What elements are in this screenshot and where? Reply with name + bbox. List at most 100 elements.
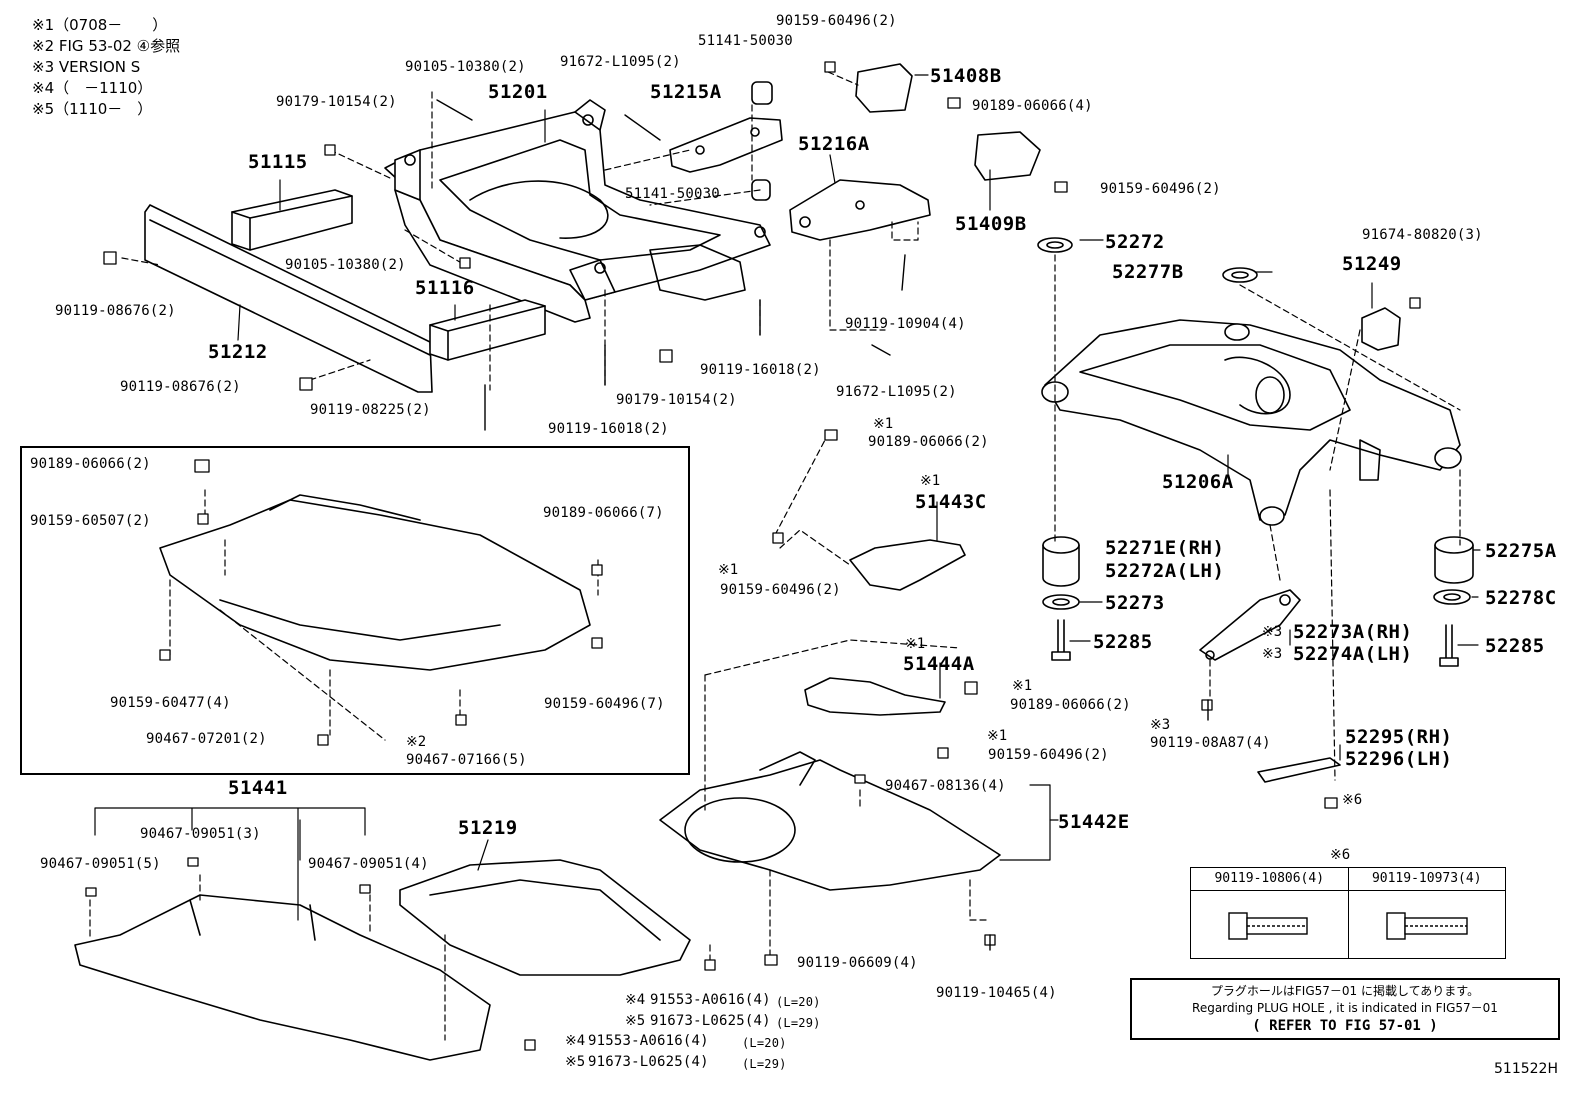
part-51201[interactable]: 51201 <box>488 81 548 103</box>
fastener-f26[interactable]: 90119-10465(4) <box>936 985 1057 1001</box>
fastener-f2[interactable]: 51141-50030 <box>698 33 793 49</box>
fastener-f11[interactable]: 90119-10904(4) <box>845 316 966 332</box>
fastener-f16[interactable]: 90119-08225(2) <box>310 402 431 418</box>
table-col-1[interactable]: 90119-10806(4) <box>1214 871 1325 886</box>
part-52272[interactable]: 52272 <box>1105 231 1165 253</box>
part-52277b[interactable]: 52277B <box>1112 261 1184 283</box>
part-51216a[interactable]: 51216A <box>798 133 870 155</box>
length-l20-b: (L=20) <box>742 1036 787 1050</box>
rear-crossmember-drawing <box>1041 319 1462 526</box>
fastener-f27[interactable]: 90467-09051(3) <box>140 826 261 842</box>
part-51442e[interactable]: 51442E <box>1058 811 1130 833</box>
fastener-f32[interactable]: 91553-A0616(4) <box>588 1033 709 1049</box>
fastener-f18[interactable]: 91674-80820(3) <box>1362 227 1483 243</box>
fastener-f7[interactable]: 51141-50030 <box>625 186 720 202</box>
inset-fastener-i6[interactable]: 90467-07201(2) <box>146 731 267 747</box>
fastener-f15[interactable]: 90179-10154(2) <box>616 392 737 408</box>
mark-3a: ※3 <box>1262 624 1283 640</box>
part-52274a[interactable]: 52274A(LH) <box>1293 643 1413 665</box>
note-4: ※4（ －1110） <box>32 79 153 97</box>
note-2: ※2 FIG 53-02 ④参照 <box>32 37 181 55</box>
part-52273[interactable]: 52273 <box>1105 592 1165 614</box>
fastener-f14[interactable]: 90119-08676(2) <box>120 379 241 395</box>
bolt-variant-table: 90119-10806(4) 90119-10973(4) <box>1190 867 1506 959</box>
fastener-f12[interactable]: 90119-16018(2) <box>700 362 821 378</box>
fastener-f9[interactable]: 90105-10380(2) <box>285 257 406 273</box>
fastener-f24[interactable]: 90467-08136(4) <box>885 778 1006 794</box>
part-51219[interactable]: 51219 <box>458 817 518 839</box>
mark-1f: ※1 <box>987 728 1008 744</box>
mark-5b: ※5 <box>565 1054 586 1070</box>
note-1: ※1（0708－ ） <box>32 16 168 34</box>
mark-1d: ※1 <box>905 636 926 652</box>
fastener-f10[interactable]: 90119-08676(2) <box>55 303 176 319</box>
part-51443c[interactable]: 51443C <box>915 491 987 513</box>
length-l29-b: (L=29) <box>742 1057 787 1071</box>
mark-1c: ※1 <box>718 562 739 578</box>
fastener-f13[interactable]: 91672-L1095(2) <box>836 384 957 400</box>
part-51212[interactable]: 51212 <box>208 341 268 363</box>
mark-6a: ※6 <box>1342 792 1363 808</box>
part-52273a[interactable]: 52273A(RH) <box>1293 621 1413 643</box>
mark-1b: ※1 <box>920 473 941 489</box>
note-3: ※3 VERSION S <box>32 58 141 76</box>
part-51441[interactable]: 51441 <box>228 777 288 799</box>
fastener-f3[interactable]: 90105-10380(2) <box>405 59 526 75</box>
fastener-f23[interactable]: 90119-08A87(4) <box>1150 735 1271 751</box>
fastener-f1[interactable]: 90159-60496(2) <box>776 13 897 29</box>
part-52296[interactable]: 52296(LH) <box>1345 748 1453 770</box>
fastener-f21[interactable]: 90189-06066(2) <box>1010 697 1131 713</box>
plug-note-ref[interactable]: ( REFER TO FIG 57-01 ) <box>1252 1018 1438 1034</box>
fastener-f5[interactable]: 90179-10154(2) <box>276 94 397 110</box>
part-51215a[interactable]: 51215A <box>650 81 722 103</box>
note-5: ※5（1110－ ） <box>32 100 153 118</box>
fastener-f20[interactable]: 90159-60496(2) <box>720 582 841 598</box>
inset-fastener-i3[interactable]: 90189-06066(7) <box>543 505 664 521</box>
plug-note-en: Regarding PLUG HOLE , it is indicated in… <box>1192 1001 1498 1015</box>
fastener-f31[interactable]: 91673-L0625(4) <box>650 1013 771 1029</box>
inset-fastener-i7[interactable]: 90467-07166(5) <box>406 752 527 768</box>
fastener-f25[interactable]: 90119-06609(4) <box>797 955 918 971</box>
mark-6b: ※6 <box>1330 847 1351 863</box>
part-52275a[interactable]: 52275A <box>1485 540 1557 562</box>
part-52272a[interactable]: 52272A(LH) <box>1105 560 1225 582</box>
length-l20-a: (L=20) <box>776 995 821 1009</box>
table-bolt-1 <box>1191 891 1348 959</box>
fastener-f22[interactable]: 90159-60496(2) <box>988 747 1109 763</box>
part-51206a[interactable]: 51206A <box>1162 471 1234 493</box>
fastener-f28[interactable]: 90467-09051(5) <box>40 856 161 872</box>
part-51409b[interactable]: 51409B <box>955 213 1027 235</box>
mark-4b: ※4 <box>565 1033 586 1049</box>
part-52285-right[interactable]: 52285 <box>1485 635 1545 657</box>
part-51249[interactable]: 51249 <box>1342 253 1402 275</box>
part-51444a[interactable]: 51444A <box>903 653 975 675</box>
fastener-f19[interactable]: 90189-06066(2) <box>868 434 989 450</box>
inset-fastener-i1[interactable]: 90189-06066(2) <box>30 456 151 472</box>
part-51408b[interactable]: 51408B <box>930 65 1002 87</box>
part-52271e[interactable]: 52271E(RH) <box>1105 537 1225 559</box>
fastener-f29[interactable]: 90467-09051(4) <box>308 856 429 872</box>
part-52278c[interactable]: 52278C <box>1485 587 1557 609</box>
mark-2: ※2 <box>406 734 427 750</box>
fastener-f8[interactable]: 90159-60496(2) <box>1100 181 1221 197</box>
fastener-f6[interactable]: 90189-06066(4) <box>972 98 1093 114</box>
fastener-f17[interactable]: 90119-16018(2) <box>548 421 669 437</box>
mark-1e: ※1 <box>1012 678 1033 694</box>
part-51115[interactable]: 51115 <box>248 151 308 173</box>
plug-note-jp: プラグホールはFIG57－01 に掲載してあります。 <box>1210 984 1480 998</box>
inset-fastener-i5[interactable]: 90159-60496(7) <box>544 696 665 712</box>
mark-5a: ※5 <box>625 1013 646 1029</box>
part-51116[interactable]: 51116 <box>415 277 475 299</box>
mark-3c: ※3 <box>1150 717 1171 733</box>
part-52295[interactable]: 52295(RH) <box>1345 726 1453 748</box>
fastener-f4[interactable]: 91672-L1095(2) <box>560 54 681 70</box>
inset-fastener-i2[interactable]: 90159-60507(2) <box>30 513 151 529</box>
table-col-2[interactable]: 90119-10973(4) <box>1347 868 1506 890</box>
fastener-f33[interactable]: 91673-L0625(4) <box>588 1054 709 1070</box>
plug-hole-note: プラグホールはFIG57－01 に掲載してあります。 Regarding PLU… <box>1130 978 1560 1040</box>
inset-fastener-i4[interactable]: 90159-60477(4) <box>110 695 231 711</box>
part-52285-left[interactable]: 52285 <box>1093 631 1153 653</box>
front-crossmember-drawing <box>384 99 771 323</box>
fastener-f30[interactable]: 91553-A0616(4) <box>650 992 771 1008</box>
